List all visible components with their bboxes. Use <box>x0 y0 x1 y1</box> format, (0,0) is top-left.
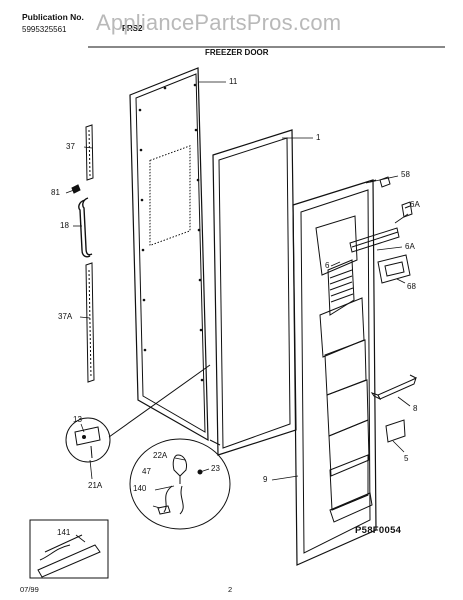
clip-6a-top <box>401 201 413 218</box>
callout-81: 81 <box>51 188 60 197</box>
outer-door-panel <box>129 67 209 442</box>
section-title: FREEZER DOOR <box>205 48 269 57</box>
callout-11: 11 <box>229 77 238 86</box>
page-number: 2 <box>228 585 233 594</box>
publication-number: 5995325561 <box>22 25 67 34</box>
trim-strip-top <box>85 124 94 181</box>
callout-1: 1 <box>316 133 321 142</box>
callout-21a: 21A <box>88 481 103 490</box>
screw-81 <box>71 184 81 194</box>
model-code: FRS2 <box>122 24 143 33</box>
callout-23: 23 <box>211 464 220 473</box>
door-handle <box>78 197 93 258</box>
callout-68: 68 <box>407 282 416 291</box>
callout-18: 18 <box>60 221 69 230</box>
footer-date: 07/99 <box>20 585 39 594</box>
callout-6: 6 <box>325 261 330 270</box>
door-gasket <box>212 129 297 456</box>
callout-9: 9 <box>263 475 268 484</box>
leader-lines <box>65 81 411 543</box>
trim-strip-bottom <box>85 262 95 383</box>
callout-140: 140 <box>133 484 147 493</box>
inner-door-liner <box>292 179 377 566</box>
callout-13: 13 <box>73 415 82 424</box>
callout-6a-mid: 6A <box>405 242 415 251</box>
callout-8: 8 <box>413 404 418 413</box>
callout-6a-top: 6A <box>410 200 420 209</box>
bracket-68 <box>377 254 411 284</box>
callout-47: 47 <box>142 467 151 476</box>
callout-5: 5 <box>404 454 409 463</box>
callout-141: 141 <box>57 528 71 537</box>
callout-37a: 37A <box>58 312 73 321</box>
plate-5 <box>385 419 406 443</box>
detail-circle-13 <box>65 364 211 463</box>
publication-label: Publication No. <box>22 12 84 22</box>
watermark: AppliancePartsPros.com <box>96 10 342 35</box>
bar-6a <box>349 227 400 253</box>
callout-37: 37 <box>66 142 75 151</box>
diagram-code: P58F0054 <box>355 525 402 536</box>
callout-22a: 22A <box>153 451 168 460</box>
inset-box-141 <box>29 519 109 579</box>
callout-58: 58 <box>401 170 410 179</box>
bin-rail-8 <box>370 374 417 401</box>
